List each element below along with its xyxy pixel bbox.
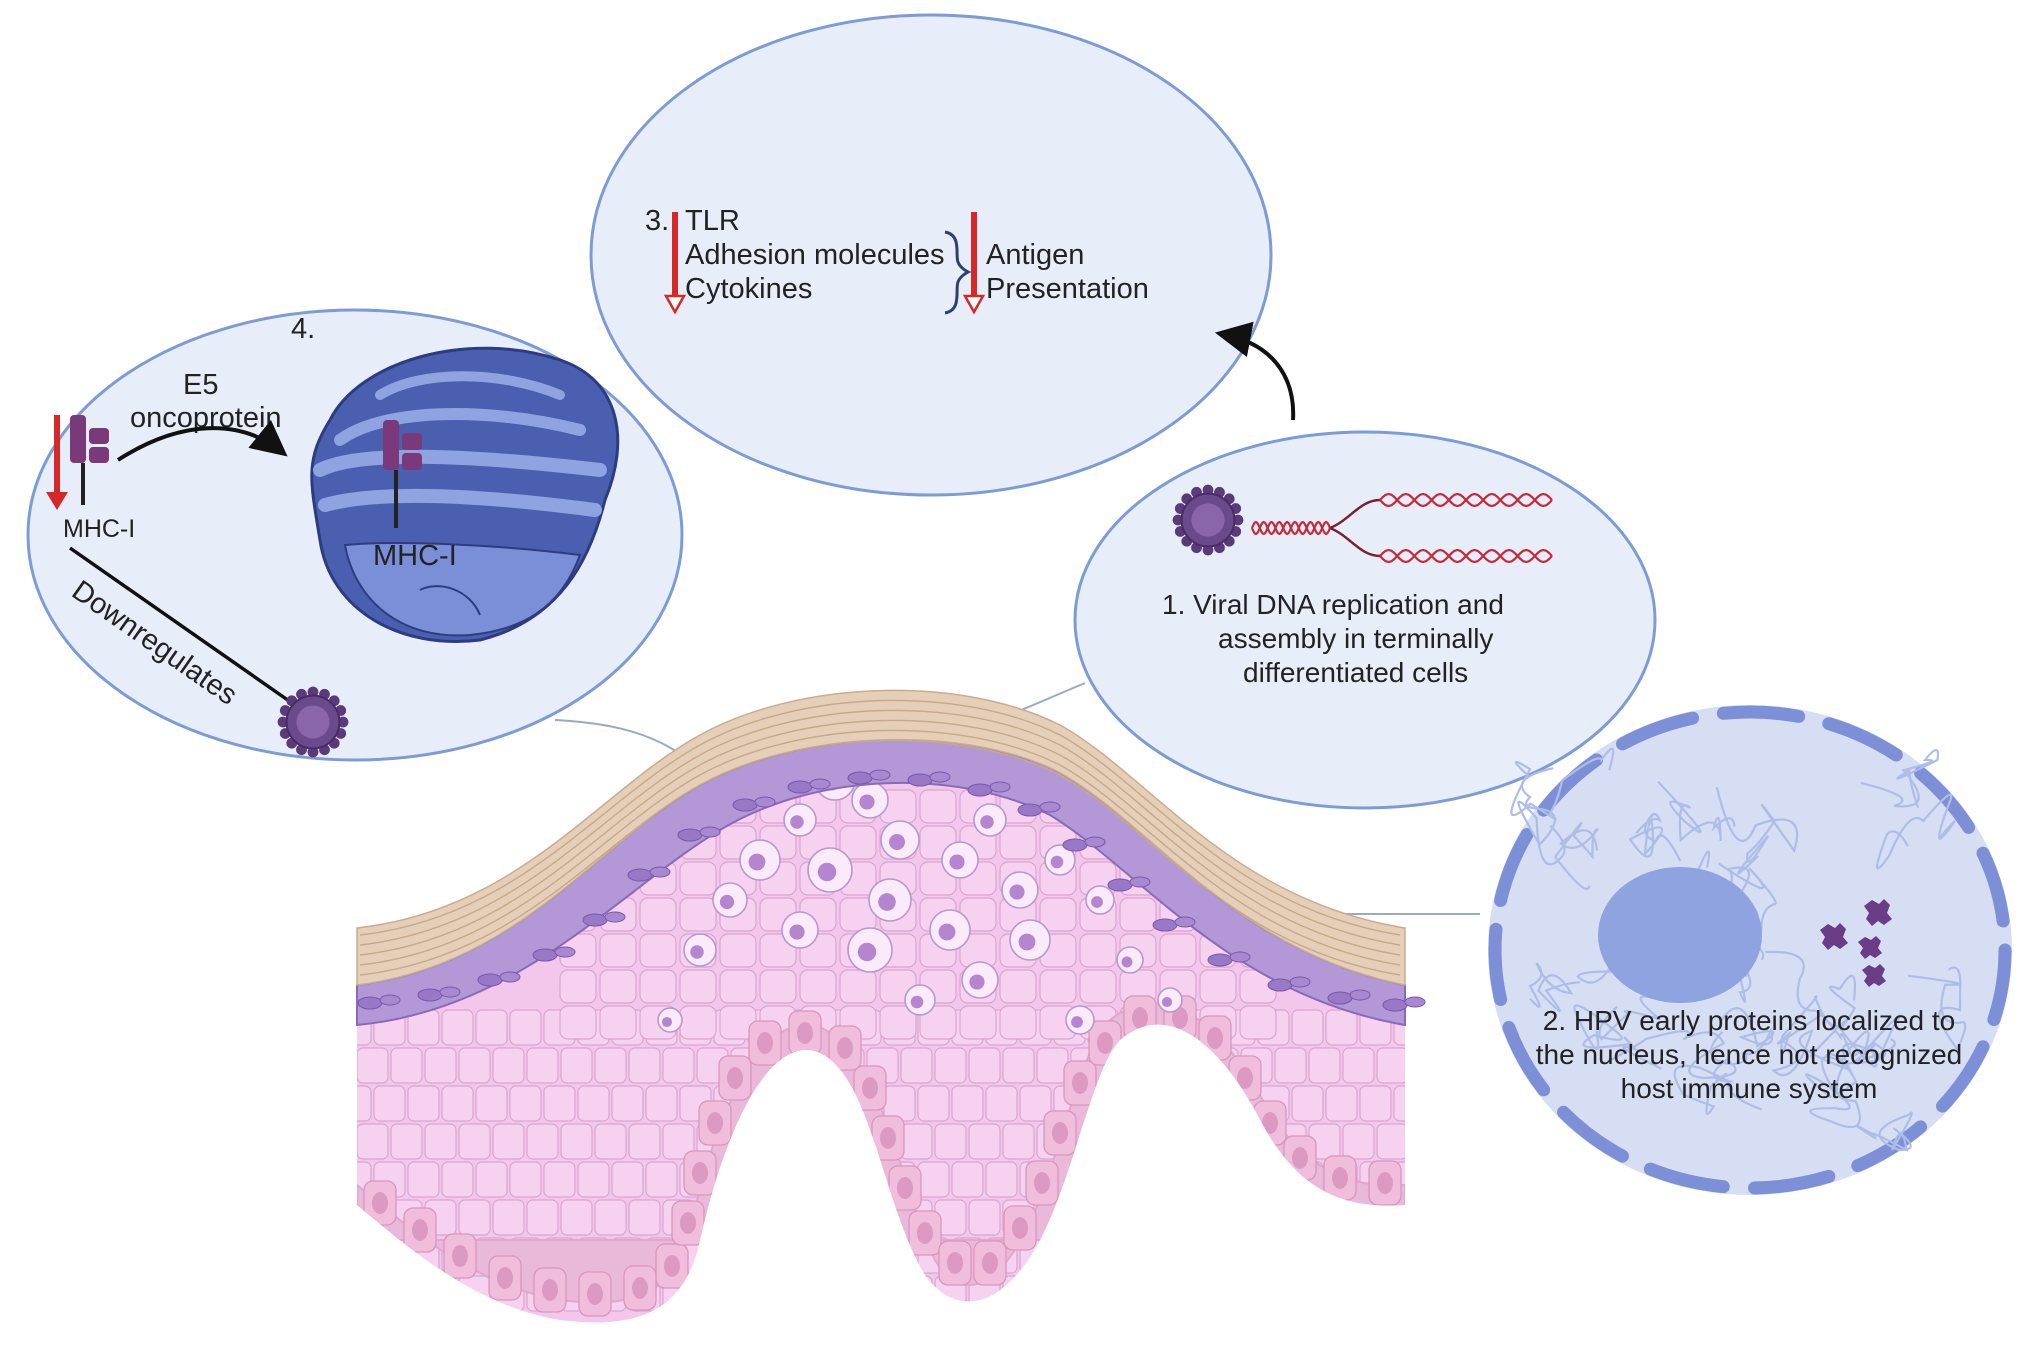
step1-bubble: 1. Viral DNA replication and assembly in… [1073,430,1657,810]
step3-bubble: 3. TLR Adhesion molecules Cytokines Anti… [589,13,1273,497]
hpv-early-protein-icons [1820,899,1892,987]
step2-line1: 2. HPV early proteins localized to [1543,1005,1955,1036]
step2-line3: host immune system [1621,1073,1878,1104]
step4-number: 4. [291,313,315,345]
hpv-virus-icon [277,686,349,758]
mhc-molecule-left [70,415,109,505]
mhc-molecule-golgi [383,420,422,528]
tlr-label: TLR [685,205,740,237]
downregulates-line [68,546,294,705]
cytokines-label: Cytokines [685,273,812,305]
step3-number: 3. [645,205,669,237]
step1-line3: differentiated cells [1243,657,1468,688]
step1-line1: 1. Viral DNA replication and [1162,589,1504,620]
koilocyte-cells [657,759,1183,1035]
keratin-fibers [359,699,1401,976]
viral-dna-replication-icon [1250,492,1553,564]
hpv-virus-icon-step1 [1172,484,1244,556]
antigen-label: Antigen [986,239,1084,271]
curved-arrow-step1-to-step3 [1214,321,1296,421]
step1-line2: assembly in terminally [1218,623,1493,654]
mhc-golgi-label: MHC-I [373,540,457,572]
presentation-label: Presentation [986,273,1149,305]
curly-brace [944,230,972,315]
step2-nucleus-cell: 2. HPV early proteins localized to the n… [1488,705,2012,1195]
adhesion-label: Adhesion molecules [685,239,945,271]
epithelial-cell-grid [357,789,1405,1312]
mhc-left-label: MHC-I [63,515,135,543]
e5-arrow [116,419,288,462]
granular-cells [357,769,1426,1012]
step4-bubble: 4. E5 oncoprotein MHC-I [26,308,684,762]
nucleolus [1598,867,1762,1003]
nuclear-envelope [1488,705,2012,1195]
e5-label: E5 [183,369,218,401]
step2-line2: the nucleus, hence not recognized [1536,1039,1963,1070]
